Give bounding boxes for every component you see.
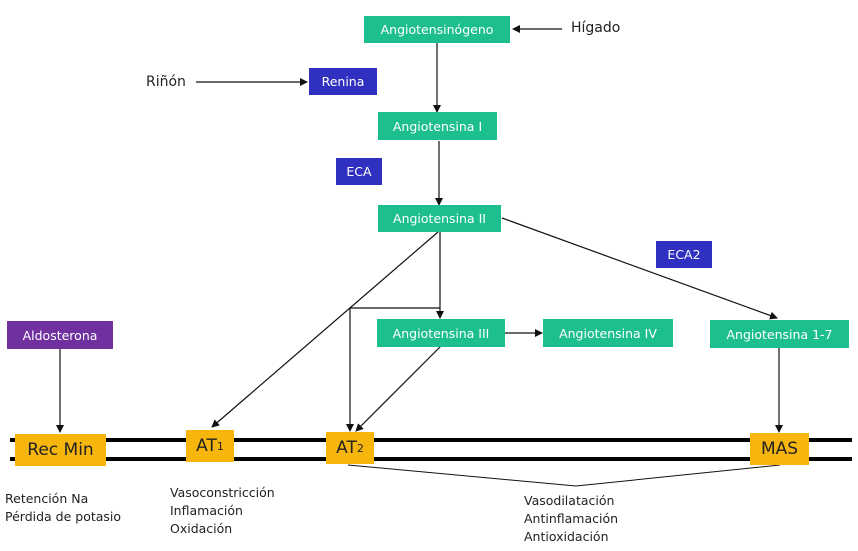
effects-at2-mas: Vasodilatación Antinflamación Antioxidac… [524,492,618,546]
node-angiotensina-1-7: Angiotensina 1-7 [710,320,849,348]
arrow-angIII-at2 [355,345,442,432]
node-angiotensina-ii: Angiotensina II [378,205,501,232]
arrow-angII-at1 [211,231,439,428]
effect-item: Antinflamación [524,511,619,526]
arrow-angII-at2 [346,307,440,432]
source-rinon: Riñón [146,74,186,90]
node-angiotensina-iv: Angiotensina IV [543,319,673,347]
receptor-at2-subscript: 2 [356,441,364,455]
node-eca2: ECA2 [656,241,712,268]
receptor-at1-label: AT [196,436,217,456]
node-renina: Renina [309,68,377,95]
arrow-angII-ang17 [501,217,778,320]
effects-at1: Vasoconstricción Inflamación Oxidación [170,484,275,538]
effect-item: Vasoconstricción [170,485,275,500]
node-angiotensinogeno: Angiotensinógeno [364,16,510,43]
effect-item: Oxidación [170,521,233,536]
effect-item: Pérdida de potasio [5,509,122,524]
source-higado: Hígado [571,20,621,36]
effect-item: Vasodilatación [524,493,615,508]
effects-rec-min: Retención Na Pérdida de potasio [5,490,121,526]
receptor-rec-min: Rec Min [15,434,106,466]
receptor-at2-label: AT [336,438,357,458]
node-eca: ECA [336,158,382,185]
node-angiotensina-i: Angiotensina I [378,112,497,140]
receptor-at1-subscript: 1 [216,439,224,453]
node-angiotensina-iii: Angiotensina III [377,319,505,347]
receptor-mas: MAS [750,433,809,465]
effect-item: Antioxidación [524,529,609,544]
effect-item: Retención Na [5,491,89,506]
effect-item: Inflamación [170,503,243,518]
node-aldosterona: Aldosterona [7,321,113,349]
bracket-at2-mas-effects [347,464,781,487]
